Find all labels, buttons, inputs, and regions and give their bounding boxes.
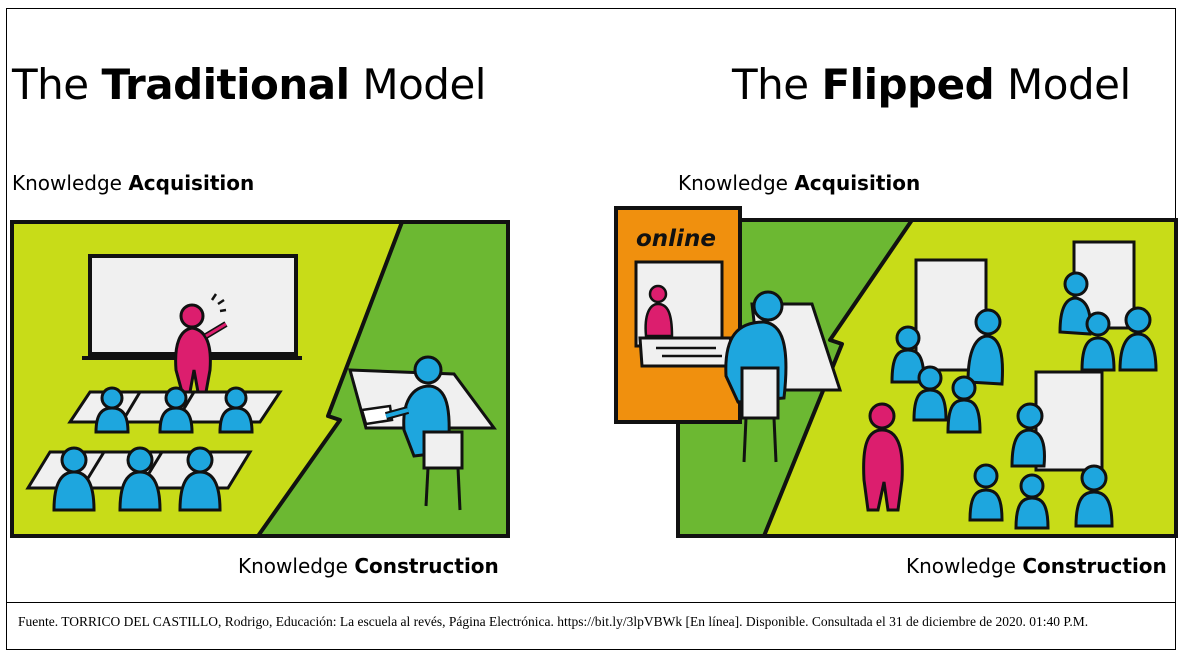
student-figures — [52, 386, 254, 512]
online-label: online — [636, 226, 716, 252]
traditional-model-title: The Traditional Model — [12, 60, 486, 109]
facilitator-teacher — [862, 402, 904, 512]
caption-divider — [6, 602, 1176, 603]
group-board-3 — [1034, 370, 1104, 472]
flipped-acquisition-label: Knowledge Acquisition — [678, 171, 921, 195]
chair — [422, 430, 464, 470]
flipped-construction-label: Knowledge Construction — [906, 554, 1167, 578]
collaborating-students — [890, 271, 1158, 530]
teacher-figure — [174, 303, 228, 394]
traditional-acquisition-label: Knowledge Acquisition — [12, 171, 255, 195]
flipped-model-title: The Flipped Model — [732, 60, 1131, 109]
traditional-model-illustration — [10, 220, 510, 538]
video-teacher — [644, 284, 674, 338]
flipped-model-illustration: online — [614, 206, 1178, 538]
source-caption: Fuente. TORRICO DEL CASTILLO, Rodrigo, E… — [18, 614, 1089, 629]
traditional-construction-label: Knowledge Construction — [238, 554, 499, 578]
